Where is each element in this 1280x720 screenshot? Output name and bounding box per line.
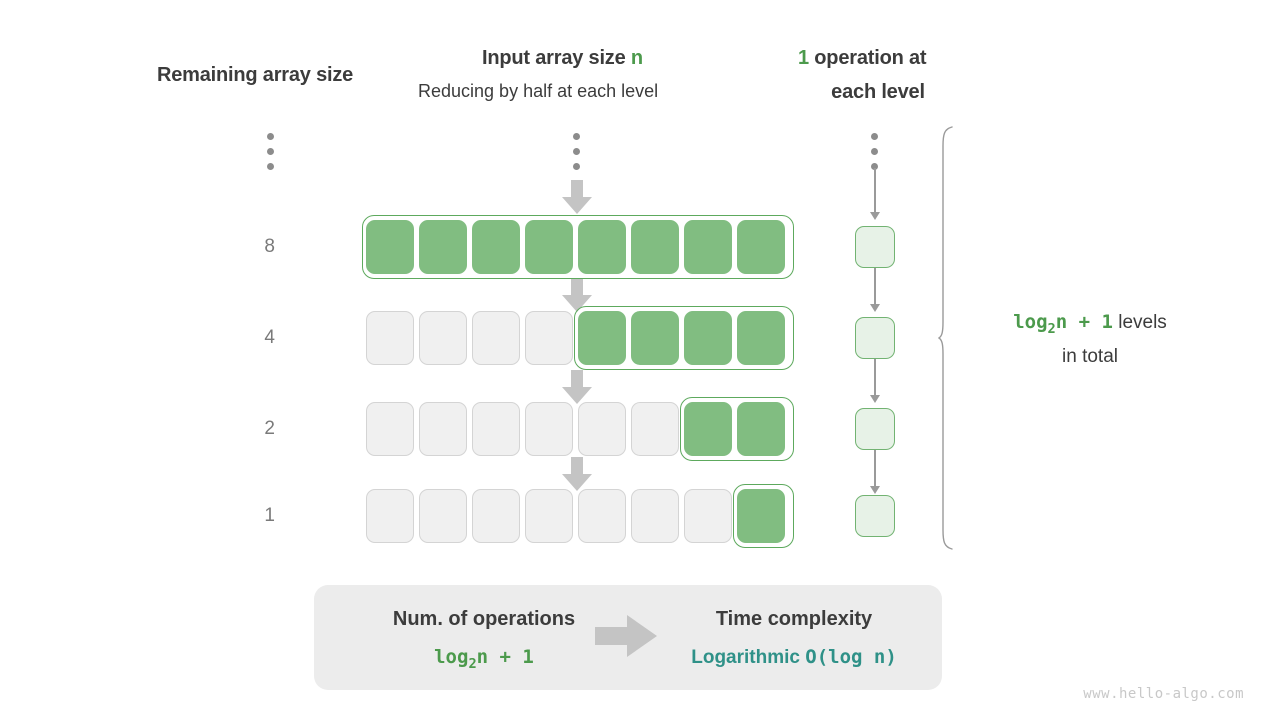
array-cell[interactable] xyxy=(419,489,467,543)
array-cell[interactable] xyxy=(684,311,732,365)
reduce-arrow-icon-0 xyxy=(562,180,592,214)
array-cell[interactable] xyxy=(419,402,467,456)
array-cell[interactable] xyxy=(366,489,414,543)
highlight-box-4 xyxy=(574,306,794,370)
array-cell[interactable] xyxy=(631,311,679,365)
array-cell[interactable] xyxy=(525,489,573,543)
summary-panel: Num. of operations log2n + 1 Time comple… xyxy=(314,585,942,690)
levels-brace xyxy=(938,126,962,550)
header-operations-line2: each level xyxy=(831,81,925,103)
array-cell[interactable] xyxy=(737,311,785,365)
op-connector-head-2 xyxy=(870,395,880,403)
brace-note-formula: log2n + 1 xyxy=(1013,311,1113,337)
summary-left-value: log2n + 1 xyxy=(434,646,534,672)
array-row-1 xyxy=(362,489,794,543)
operation-cell-1[interactable] xyxy=(855,495,895,537)
array-cell[interactable] xyxy=(525,311,573,365)
summary-right-value: Logarithmic O(log n) xyxy=(664,646,924,669)
brace-note-line1: log2n + 1 levels xyxy=(975,308,1205,343)
array-cell[interactable] xyxy=(472,402,520,456)
implies-arrow-icon xyxy=(595,615,657,657)
reduce-arrow-icon-1 xyxy=(562,278,592,312)
array-row-8 xyxy=(362,220,794,274)
array-cell[interactable] xyxy=(684,220,732,274)
operation-cell-8[interactable] xyxy=(855,226,895,268)
array-cell[interactable] xyxy=(419,311,467,365)
array-cell[interactable] xyxy=(578,402,626,456)
brace-note-levels-word: levels xyxy=(1112,312,1167,333)
array-cell[interactable] xyxy=(525,220,573,274)
highlight-box-2 xyxy=(680,397,794,461)
highlight-box-8 xyxy=(362,215,794,279)
array-cell[interactable] xyxy=(631,402,679,456)
array-cell[interactable] xyxy=(737,489,785,543)
brace-note: log2n + 1 levels in total xyxy=(975,308,1205,371)
array-cell[interactable] xyxy=(525,402,573,456)
reduce-arrow-icon-3 xyxy=(562,457,592,491)
op-connector-head-1 xyxy=(870,304,880,312)
summary-right-title: Time complexity xyxy=(715,608,873,630)
array-cell[interactable] xyxy=(366,402,414,456)
array-cell[interactable] xyxy=(578,220,626,274)
array-cell[interactable] xyxy=(472,311,520,365)
array-cell[interactable] xyxy=(737,220,785,274)
op-connector-0 xyxy=(874,168,876,214)
op-connector-3 xyxy=(874,450,876,488)
size-label-8: 8 xyxy=(264,236,275,257)
header-operations-count: 1 xyxy=(798,47,809,69)
summary-left-title: Num. of operations xyxy=(392,608,576,630)
array-cell[interactable] xyxy=(684,489,732,543)
size-label-4: 4 xyxy=(264,327,275,348)
watermark: www.hello-algo.com xyxy=(1083,686,1244,702)
summary-complexity-notation: O(log n) xyxy=(805,646,897,668)
array-cell[interactable] xyxy=(472,489,520,543)
highlight-box-1 xyxy=(733,484,794,548)
array-cell[interactable] xyxy=(366,311,414,365)
header-input-array-size-text: Input array size xyxy=(482,47,631,69)
header-operations-line1: 1 operation at xyxy=(798,47,958,70)
array-cell[interactable] xyxy=(578,311,626,365)
array-cell[interactable] xyxy=(631,220,679,274)
array-cell[interactable] xyxy=(578,489,626,543)
header-input-array-size: Input array size n xyxy=(482,47,643,70)
header-input-array-size-var: n xyxy=(630,47,643,69)
ellipsis-icon-center xyxy=(573,133,580,170)
header-operations-text: operation at xyxy=(808,47,927,69)
summary-complexity-word: Logarithmic xyxy=(691,647,800,668)
size-label-2: 2 xyxy=(264,418,275,439)
array-cell[interactable] xyxy=(631,489,679,543)
array-row-2 xyxy=(362,402,794,456)
brace-note-line2: in total xyxy=(1062,345,1118,367)
array-cell[interactable] xyxy=(366,220,414,274)
op-connector-2 xyxy=(874,359,876,397)
header-remaining-array-size: Remaining array size xyxy=(157,64,354,86)
operation-cell-4[interactable] xyxy=(855,317,895,359)
size-label-1: 1 xyxy=(264,505,275,526)
array-cell[interactable] xyxy=(737,402,785,456)
array-row-4 xyxy=(362,311,794,365)
op-connector-head-3 xyxy=(870,486,880,494)
operation-cell-2[interactable] xyxy=(855,408,895,450)
reduce-arrow-icon-2 xyxy=(562,370,592,404)
array-cell[interactable] xyxy=(419,220,467,274)
op-connector-head-0 xyxy=(870,212,880,220)
op-connector-1 xyxy=(874,268,876,306)
ellipsis-icon-right xyxy=(871,133,878,170)
ellipsis-icon-left xyxy=(267,133,274,170)
header-reducing-subtitle: Reducing by half at each level xyxy=(418,81,659,101)
array-cell[interactable] xyxy=(472,220,520,274)
array-cell[interactable] xyxy=(684,402,732,456)
